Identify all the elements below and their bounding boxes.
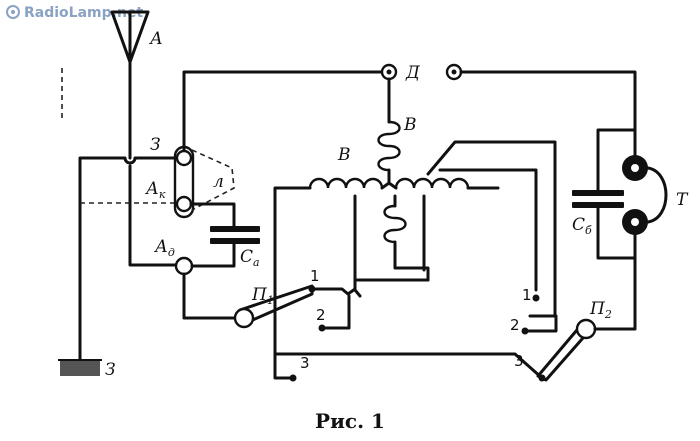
coil-b-horizontal-right xyxy=(387,177,500,190)
capacitor-ca xyxy=(189,202,260,268)
coil-b-vertical-top xyxy=(377,77,401,185)
coil-b-top-label: В xyxy=(403,115,417,135)
ground-symbol xyxy=(58,359,102,376)
switch1-contact-3: 3 xyxy=(300,354,310,372)
capacitor-cb xyxy=(572,128,637,260)
coil-b-vertical-bottom xyxy=(383,194,430,282)
switch2-contact-2: 2 xyxy=(510,316,520,334)
terminal-ak-label: Ак xyxy=(145,179,166,201)
phones-label: Т xyxy=(676,190,689,210)
switch2-contact-3: 3 xyxy=(514,352,524,370)
capacitor-cb-label: Сб xyxy=(572,215,592,237)
switch2-contact-1: 1 xyxy=(522,286,532,304)
antenna-symbol xyxy=(110,10,150,64)
terminal-ad xyxy=(174,256,194,276)
ground-terminal-label: З xyxy=(150,135,161,155)
detector-label: Д xyxy=(405,63,421,83)
wire-switch1 xyxy=(182,272,236,320)
switch-p1 xyxy=(233,284,357,332)
wire-phones-top xyxy=(459,70,637,132)
switch1-contact-2: 2 xyxy=(316,306,326,324)
capacitor-ca-label: Са xyxy=(240,247,260,269)
headphones-symbol xyxy=(622,128,668,260)
bottom-bus xyxy=(273,352,544,382)
wire-detector xyxy=(182,70,384,152)
switch1-contact-1: 1 xyxy=(310,267,320,285)
jumper-label: л xyxy=(213,172,224,192)
watermark-logo xyxy=(6,5,20,19)
switch1-label: П1 xyxy=(251,285,274,307)
coil-taps xyxy=(353,140,557,318)
figure-caption: Рис. 1 xyxy=(315,409,385,433)
switch2-label: П2 xyxy=(589,299,612,321)
coil-b-horizontal-left xyxy=(273,177,391,368)
terminal-ad-label: Ад xyxy=(154,237,175,259)
coil-b-left-label: В xyxy=(337,145,351,165)
ground-label: З xyxy=(105,360,116,380)
antenna-label: А xyxy=(149,29,163,49)
switch-p2 xyxy=(521,256,637,382)
antenna-terminal-block xyxy=(173,145,235,219)
antenna-wiring xyxy=(61,60,186,362)
